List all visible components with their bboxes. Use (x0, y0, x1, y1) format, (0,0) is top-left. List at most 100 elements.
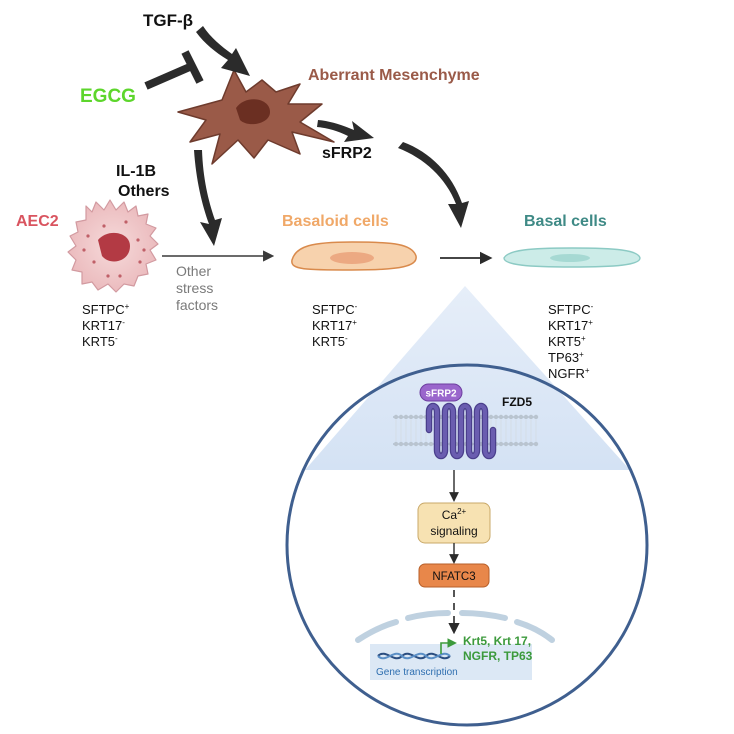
lipid-head (513, 441, 519, 447)
marker-sign: + (352, 318, 357, 327)
ca-signaling-box: Ca2+ signaling (417, 502, 491, 544)
egcg-label: EGCG (80, 86, 136, 107)
lipid-head (503, 441, 509, 447)
lipid-head (423, 441, 429, 447)
tgfb-label: TGF-β (143, 11, 193, 30)
lipid-head (518, 414, 524, 420)
tgfb-arrow (196, 26, 250, 76)
lipid-head (403, 441, 409, 447)
sfrp2-label: sFRP2 (322, 145, 372, 162)
basaloid-markers: SFTPC-KRT17+KRT5- (312, 302, 358, 349)
fzd5-receptor (425, 402, 497, 460)
lipid-head (528, 414, 534, 420)
lipid-head (408, 414, 414, 420)
basal-markers: SFTPC-KRT17+KRT5+TP63+NGFR+ (548, 302, 594, 381)
gene-transcription-label: Gene transcription (376, 667, 458, 678)
lipid-head (498, 441, 504, 447)
lipid-head (408, 441, 414, 447)
marker-gene: KRT17 (82, 318, 122, 333)
marker-sign: + (579, 350, 584, 359)
lipid-head (508, 414, 514, 420)
aec2-marker: KRT5- (82, 334, 118, 349)
sfrp2-to-basal-arrow (398, 142, 469, 228)
nfatc3-box: NFATC3 (418, 563, 490, 588)
dna-helix-icon (377, 652, 451, 660)
mesenchyme-to-sfrp2-arrow (317, 120, 374, 142)
lipid-head (508, 441, 514, 447)
other-stress-factors: Other stress factors (176, 263, 218, 313)
aberrant-mesenchyme-label: Aberrant Mesenchyme (308, 67, 480, 84)
basal-cell (503, 247, 641, 268)
lipid-head (498, 414, 504, 420)
basal-marker: TP63+ (548, 350, 584, 365)
ca-base: Ca (442, 508, 458, 522)
other-stress-line-1: Other (176, 263, 211, 279)
basaloid-label: Basaloid cells (282, 213, 389, 230)
lipid-head (403, 414, 409, 420)
lipid-head (533, 414, 539, 420)
lipid-head (503, 414, 509, 420)
marker-sign: - (115, 334, 118, 343)
target-genes-line-2: NGFR, TP63 (463, 649, 533, 663)
lipid-head (418, 441, 424, 447)
il1b-label: IL-1B (116, 163, 156, 180)
marker-sign: + (585, 366, 590, 375)
transcription-start-arrow (440, 638, 457, 654)
signaling-text: signaling (430, 524, 477, 538)
marker-gene: NGFR (548, 366, 585, 381)
lipid-head (393, 414, 399, 420)
marker-sign: + (588, 318, 593, 327)
basaloid-cell (291, 241, 417, 271)
lipid-head (523, 441, 529, 447)
lipid-head (513, 414, 519, 420)
basal-marker: KRT5+ (548, 334, 586, 349)
marker-sign: - (591, 302, 594, 311)
lipid-head (398, 441, 404, 447)
lipid-head (518, 441, 524, 447)
others-label: Others (118, 183, 170, 200)
lipid-head (533, 441, 539, 447)
zoom-cone (305, 286, 630, 470)
sfrp2-ligand: sFRP2 (419, 383, 463, 402)
other-stress-line-3: factors (176, 297, 218, 313)
lipid-head (488, 414, 494, 420)
aberrant-mesenchyme-cell (177, 69, 335, 165)
nuclear-envelope (355, 610, 555, 643)
lipid-head (428, 441, 434, 447)
marker-gene: SFTPC (82, 302, 125, 317)
basal-label: Basal cells (524, 213, 607, 230)
lipid-head (393, 441, 399, 447)
other-stress-line-2: stress (176, 280, 213, 296)
aec2-label: AEC2 (16, 213, 59, 230)
marker-gene: KRT5 (82, 334, 115, 349)
mesenchyme-to-basaloid-arrow (194, 150, 222, 246)
marker-gene: TP63 (548, 350, 579, 365)
marker-gene: SFTPC (312, 302, 355, 317)
lipid-head (523, 414, 529, 420)
lipid-head (493, 414, 499, 420)
basal-marker: KRT17+ (548, 318, 593, 333)
marker-gene: KRT5 (312, 334, 345, 349)
basal-marker: SFTPC- (548, 302, 594, 317)
lipid-head (418, 414, 424, 420)
marker-gene: SFTPC (548, 302, 591, 317)
marker-gene: KRT5 (548, 334, 581, 349)
basaloid-marker: KRT5- (312, 334, 348, 349)
marker-sign: - (122, 318, 125, 327)
inset-sfrp2-label: sFRP2 (425, 389, 457, 400)
basaloid-marker: SFTPC- (312, 302, 358, 317)
aec2-marker: KRT17- (82, 318, 125, 333)
lipid-head (413, 441, 419, 447)
lipid-head (413, 414, 419, 420)
marker-gene: KRT17 (312, 318, 352, 333)
basaloid-marker: KRT17+ (312, 318, 357, 333)
ca-superscript: 2+ (457, 507, 466, 516)
transcription-panel (370, 644, 532, 680)
lipid-head (528, 441, 534, 447)
marker-sign: - (345, 334, 348, 343)
basal-marker: NGFR+ (548, 366, 590, 381)
egcg-inhibition (144, 50, 204, 90)
target-genes-line-1: Krt5, Krt 17, (463, 634, 531, 648)
